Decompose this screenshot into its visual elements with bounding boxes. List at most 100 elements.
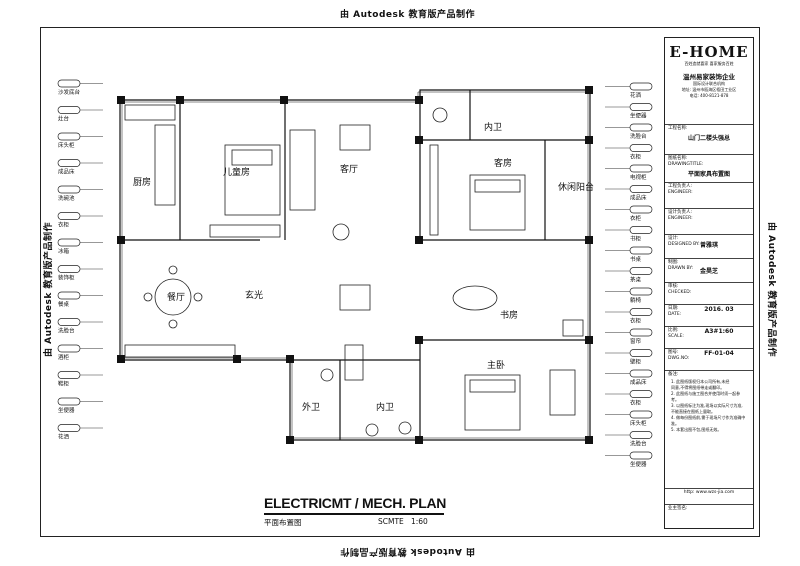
room-labels: 厨房 儿童房 客厅 内卫 客房 休闲阳台 餐厅 玄光 书房 主卧 外卫 内卫: [133, 121, 594, 413]
furniture-tag-label: 衣柜: [630, 399, 642, 407]
furniture-tag-label: 洗脸台: [630, 132, 647, 140]
furniture-tag: 花洒: [605, 82, 653, 99]
room-label-living-room: 客厅: [340, 163, 358, 175]
furniture-tag: 壁柜: [605, 349, 653, 366]
plan-title: ELECTRICMT / MECH. PLAN: [264, 495, 447, 511]
note-line: 5. 本套出图不包,图纸无效。: [671, 427, 722, 432]
furniture-tag: 洗脸台: [605, 431, 653, 448]
furniture-tag: 成品床: [57, 159, 103, 176]
slogan: 百姓造就喜家 喜家服务百姓: [684, 61, 734, 66]
furniture-tag: 衣柜: [605, 205, 653, 222]
note-line: 不能直接在图纸上量取。: [671, 409, 715, 414]
furniture-tag: 坐便器: [605, 451, 653, 468]
furniture-tag-label: 花洒: [58, 433, 70, 441]
furniture-tag: 成品床: [605, 369, 653, 386]
room-label-kids-room: 儿童房: [223, 166, 250, 178]
furniture-tag-label: 坐便器: [630, 460, 647, 468]
furniture-tag-label: 衣柜: [630, 214, 642, 222]
furniture-tag: 茶桌: [605, 267, 653, 284]
furniture-tag-label: 装饰柜: [58, 274, 75, 282]
room-label-leisure-balcony: 休闲阳台: [558, 181, 594, 193]
furniture-tag-label: 冰箱: [58, 247, 70, 255]
furniture-tag-label: 躺椅: [630, 296, 642, 304]
furniture-tag-label: 床头柜: [58, 141, 75, 149]
furniture-tag-label: 成品床: [58, 168, 75, 176]
furniture-tag-label: 茶桌: [630, 276, 642, 284]
drawing-title-row: 图纸名称: DRAWINGTITLE: 平面家具布置图: [665, 154, 753, 182]
furniture-tag-label: 沙发底台: [58, 88, 81, 96]
note-line: 同意,不得将图纸带走或翻印。: [671, 385, 725, 390]
scale-row: 比例: SCALE: A3#1:60: [665, 326, 753, 348]
title-block-brand: E-HOME 百姓造就喜家 喜家服务百姓 温州易家装饰企业 国际设计联合机构 地…: [665, 38, 753, 124]
notes-list: 1. 此图纸版权归本公司所有,未经 同意,不得将图纸带走或翻印。2. 此图纸与施…: [668, 378, 750, 434]
plan-scale: SCMTE 1:60: [378, 517, 428, 526]
furniture-tag-label: 衣柜: [630, 153, 642, 161]
room-label-kitchen: 厨房: [133, 176, 151, 188]
furniture-tag-label: 洗碗池: [58, 194, 75, 202]
drawn-by-name: 金昊芝: [699, 268, 718, 275]
furniture-tag-label: 坐便器: [630, 112, 647, 120]
furniture-tag-label: 电视柜: [630, 173, 647, 181]
furniture-tag-label: 餐桌: [58, 300, 70, 308]
furniture-tag: 床头柜: [605, 410, 653, 427]
room-label-master-bed: 主卧: [487, 359, 505, 371]
furniture-tag-label: 成品床: [630, 378, 647, 386]
furniture-tag: 坐便器: [57, 397, 103, 414]
date-value: 2016. 03: [704, 306, 734, 313]
room-label-inner-bath-bottom: 内卫: [376, 401, 394, 413]
walls: [119, 89, 591, 441]
furniture-tag: 书柜: [605, 226, 653, 243]
furniture-tag: 冰箱: [57, 238, 103, 255]
furniture-tag: 窗帘: [605, 328, 653, 345]
furniture-tag: 衣柜: [57, 212, 103, 229]
room-label-inner-bath-top: 内卫: [484, 121, 502, 133]
drawing-frame: [40, 27, 760, 537]
furniture-tag: 灶台: [57, 106, 103, 123]
furniture-tag-label: 书柜: [630, 235, 642, 243]
date-row: 日期: DATE: 2016. 03: [665, 304, 753, 326]
furniture-tag-label: 壁柜: [630, 358, 642, 366]
furniture-tag: 成品床: [605, 185, 653, 202]
room-label-guest-room: 客房: [494, 157, 512, 169]
furniture-tag: 装饰柜: [57, 265, 103, 282]
notes-row: 备注: 1. 此图纸版权归本公司所有,未经 同意,不得将图纸带走或翻印。2. 此…: [665, 370, 753, 488]
furniture-tag-label: 成品床: [630, 194, 647, 202]
website-row: http: www.wzs-jia.com: [665, 488, 753, 504]
room-label-study: 书房: [500, 309, 518, 321]
furniture-tag-label: 花洒: [630, 91, 642, 99]
furniture-tag: 衣柜: [605, 144, 653, 161]
room-label-foyer: 玄光: [245, 289, 263, 301]
furniture-tag: 鞋柜: [57, 371, 103, 388]
furniture-tag-label: 酒柜: [58, 353, 70, 361]
note-line: 1. 此图纸版权归本公司所有,未经: [671, 379, 730, 384]
company-phone: 电话: 400-8121-878: [689, 93, 729, 98]
furniture-tag-label: 鞋柜: [58, 380, 70, 388]
furniture-tag: 花洒: [57, 424, 103, 441]
room-label-dining: 餐厅: [167, 291, 185, 303]
furniture-tag: 洗碗池: [57, 185, 103, 202]
owner-row: 业主签名:: [665, 504, 753, 528]
columns: [117, 86, 593, 444]
furniture-tag-label: 灶台: [58, 115, 70, 123]
room-label-outer-bath: 外卫: [302, 401, 320, 413]
furniture-tag: 衣柜: [605, 308, 653, 325]
furniture-tag: 衣柜: [605, 390, 653, 407]
furniture-tag-label: 衣柜: [630, 317, 642, 325]
company-address: 地址: 温州市瓯海区梧田工业区: [681, 87, 737, 92]
note-line: 3. 以图纸标注为准,现场以实际尺寸为准,: [671, 403, 743, 408]
dwg-no-row: 图号: DWG.NO: FF-01-04: [665, 348, 753, 370]
furniture-tag-label: 衣柜: [58, 221, 70, 229]
design-row: 设计: DESIGNED BY: 曾雅琪: [665, 234, 753, 258]
check-row: 审核: CHECKED:: [665, 282, 753, 304]
designer-name: 曾雅琪: [699, 242, 718, 249]
project-name: 山门二楼头强总: [687, 135, 730, 142]
furniture-tag: 床头柜: [57, 132, 103, 149]
scale-value: A3#1:60: [704, 328, 734, 335]
furniture-tag: 坐便器: [605, 103, 653, 120]
dwg-no-value: FF-01-04: [704, 350, 734, 357]
note-line: 4. 做每份图纸前,需于现场尺寸作为准确中准。: [671, 415, 746, 426]
plan-title-rule: [264, 513, 444, 515]
furniture-tag-label: 洗脸台: [58, 327, 75, 335]
furniture-tag: 沙发底台: [57, 79, 103, 96]
